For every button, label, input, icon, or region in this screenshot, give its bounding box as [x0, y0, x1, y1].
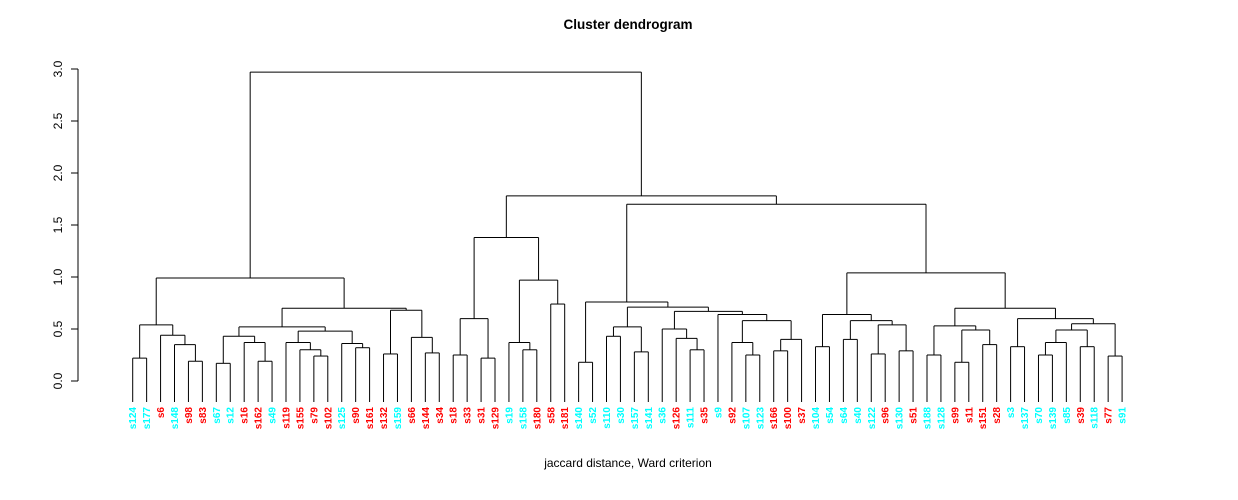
leaf-label: s129 — [491, 407, 502, 430]
leaf-label: s37 — [797, 407, 808, 424]
y-tick-label: 1.0 — [51, 268, 65, 285]
leaf-label: s35 — [700, 407, 711, 424]
leaf-label: s52 — [588, 407, 599, 424]
leaf-label: s180 — [532, 407, 543, 430]
leaf-label: s181 — [560, 407, 571, 430]
leaf-label: s90 — [351, 407, 362, 424]
leaf-label: s79 — [309, 407, 320, 424]
leaf-label: s30 — [616, 407, 627, 424]
leaf-label: s111 — [686, 407, 697, 429]
leaf-label: s40 — [853, 407, 864, 424]
y-tick-label: 1.5 — [51, 216, 65, 233]
leaf-label: s92 — [727, 407, 738, 424]
leaf-label: s161 — [365, 407, 376, 430]
leaf-label: s130 — [895, 407, 906, 430]
leaf-label: s155 — [295, 407, 306, 430]
leaf-label: s159 — [393, 407, 404, 430]
leaf-label: s11 — [964, 407, 975, 424]
leaf-label: s33 — [463, 407, 474, 424]
leaf-label: s137 — [1020, 407, 1031, 430]
leaf-label: s148 — [170, 407, 181, 430]
leaf-label: s34 — [435, 407, 446, 424]
leaf-label: s132 — [379, 407, 390, 430]
leaf-label: s9 — [713, 407, 724, 419]
leaf-label: s67 — [212, 407, 223, 424]
leaf-label: s177 — [142, 407, 153, 430]
leaf-label: s28 — [992, 407, 1003, 424]
leaf-label: s58 — [546, 407, 557, 424]
leaf-label: s107 — [741, 407, 752, 430]
leaf-label: s188 — [922, 407, 933, 430]
leaf-label: s36 — [658, 407, 669, 424]
y-axis: 0.0 0.5 1.0 1.5 2.0 2.5 3.0 — [51, 60, 79, 389]
leaf-label: s128 — [936, 407, 947, 430]
leaf-label: s31 — [477, 407, 488, 424]
leaf-label: s104 — [811, 407, 822, 430]
leaf-label: s102 — [323, 407, 334, 430]
leaf-label: s139 — [1048, 407, 1059, 430]
leaf-label: s91 — [1118, 407, 1129, 424]
leaf-label: s157 — [630, 407, 641, 430]
leaf-label: s151 — [978, 407, 989, 430]
leaf-label: s144 — [421, 407, 432, 430]
leaf-label: s49 — [268, 407, 279, 424]
leaf-label: s83 — [198, 407, 209, 424]
leaf-label: s119 — [281, 407, 292, 429]
leaf-label: s64 — [839, 407, 850, 424]
leaf-label: s18 — [449, 407, 460, 424]
leaf-label: s39 — [1076, 407, 1087, 424]
leaf-label: s96 — [881, 407, 892, 424]
leaf-label: s6 — [156, 407, 167, 419]
leaf-label: s122 — [867, 407, 878, 430]
leaf-label: s3 — [1006, 407, 1017, 419]
leaf-label: s110 — [602, 407, 613, 429]
leaf-label: s162 — [254, 407, 265, 430]
leaf-label: s12 — [226, 407, 237, 424]
chart-title: Cluster dendrogram — [563, 17, 692, 32]
x-axis-label: jaccard distance, Ward criterion — [543, 456, 712, 470]
leaf-label: s125 — [337, 407, 348, 430]
leaf-label: s124 — [128, 407, 139, 430]
leaf-label: s141 — [644, 407, 655, 430]
leaf-label: s158 — [518, 407, 529, 430]
leaf-label: s99 — [950, 407, 961, 424]
leaf-label: s70 — [1034, 407, 1045, 424]
y-tick-label: 3.0 — [51, 60, 65, 77]
y-tick-label: 2.0 — [51, 164, 65, 181]
leaf-label: s51 — [909, 407, 920, 424]
leaf-label: s140 — [574, 407, 585, 430]
dendrogram-branches — [132, 71, 1123, 402]
leaf-label: s98 — [184, 407, 195, 424]
leaf-label: s166 — [769, 407, 780, 430]
leaf-label: s54 — [825, 407, 836, 424]
leaf-label: s100 — [783, 407, 794, 430]
leaf-label: s66 — [407, 407, 418, 424]
leaf-label: s16 — [240, 407, 251, 424]
leaf-label: s118 — [1090, 407, 1101, 429]
leaf-label: s19 — [504, 407, 515, 424]
leaf-label: s123 — [755, 407, 766, 430]
leaf-label: s77 — [1104, 407, 1115, 424]
y-tick-label: 0.0 — [51, 372, 65, 389]
y-tick-label: 2.5 — [51, 112, 65, 129]
leaf-label: s85 — [1062, 407, 1073, 424]
leaf-label: s126 — [672, 407, 683, 430]
y-tick-label: 0.5 — [51, 320, 65, 337]
